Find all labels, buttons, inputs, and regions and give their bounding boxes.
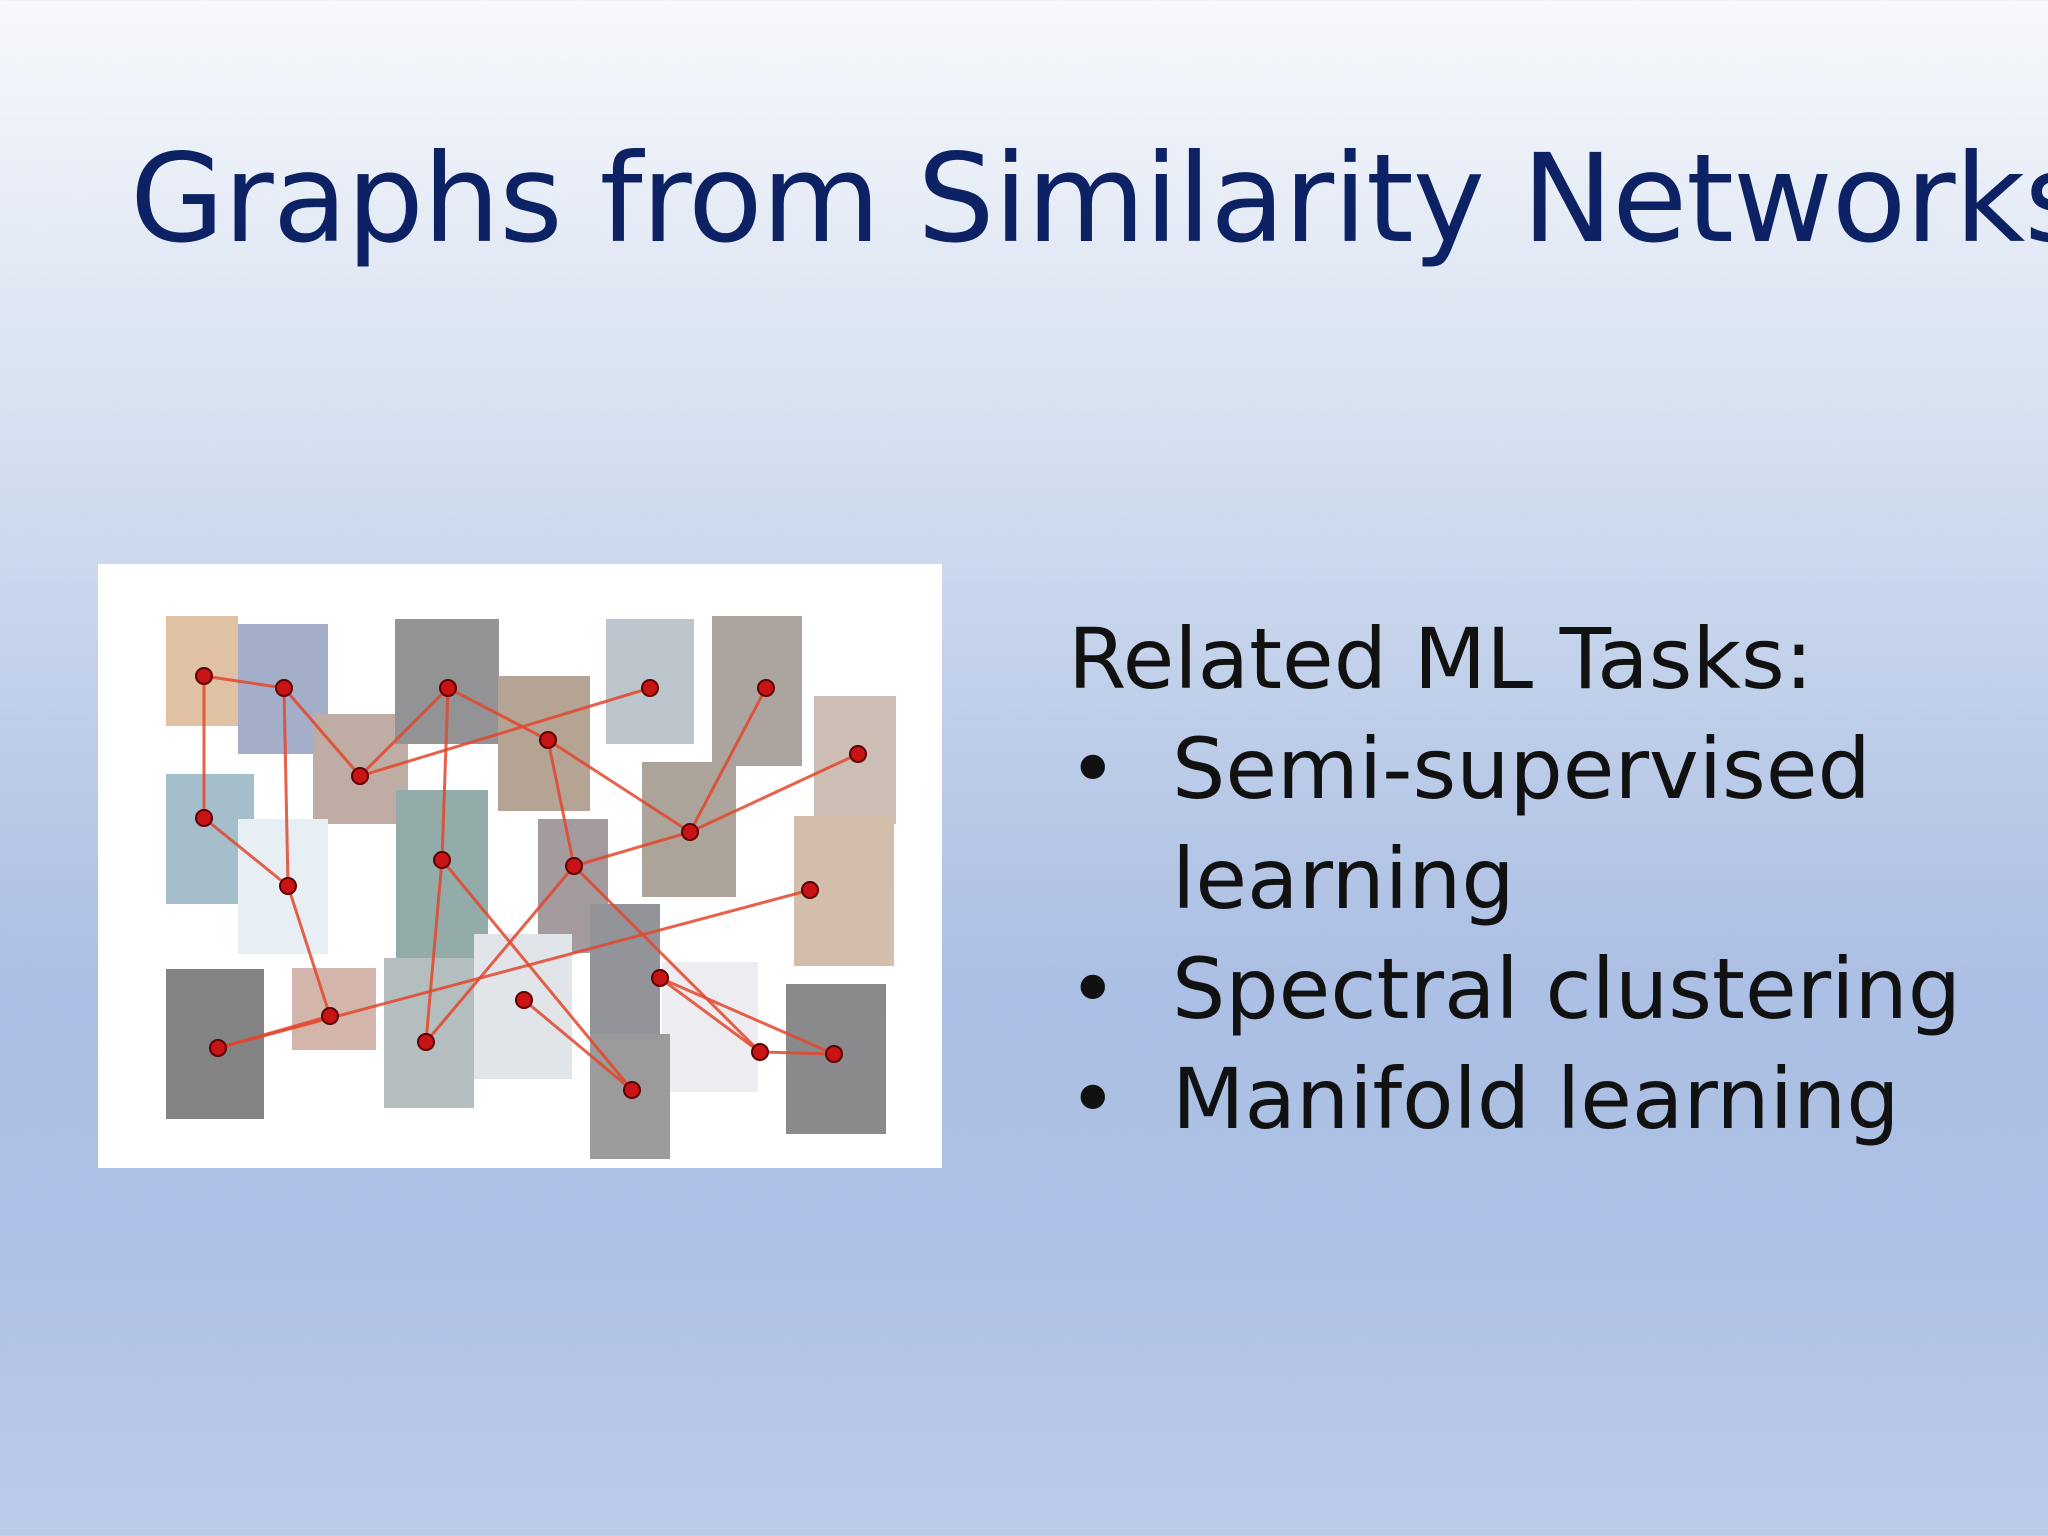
task-label: Manifold learning	[1172, 1050, 1900, 1148]
graph-nodes	[195, 667, 867, 1099]
related-tasks-heading: Related ML Tasks:	[1068, 610, 1814, 708]
bullet-icon: •	[1068, 720, 1118, 818]
list-item: • Manifold learning	[1068, 1044, 1988, 1154]
graph-edges	[202, 674, 859, 1092]
movie-similarity-graph-image	[98, 564, 942, 1168]
related-tasks-list: • Semi-supervised learning • Spectral cl…	[1068, 714, 1988, 1154]
task-label: Spectral clustering	[1172, 940, 1962, 1038]
bullet-icon: •	[1068, 1050, 1118, 1148]
task-label: Semi-supervised learning	[1172, 720, 1871, 928]
list-item: • Spectral clustering	[1068, 934, 1988, 1044]
poster-tiles	[166, 616, 896, 1159]
related-tasks-section: Related ML Tasks: • Semi-supervised lear…	[1068, 604, 1988, 1154]
slide-title: Graphs from Similarity Networks	[130, 128, 2048, 270]
list-item: • Semi-supervised learning	[1068, 714, 1988, 934]
bullet-icon: •	[1068, 940, 1118, 1038]
